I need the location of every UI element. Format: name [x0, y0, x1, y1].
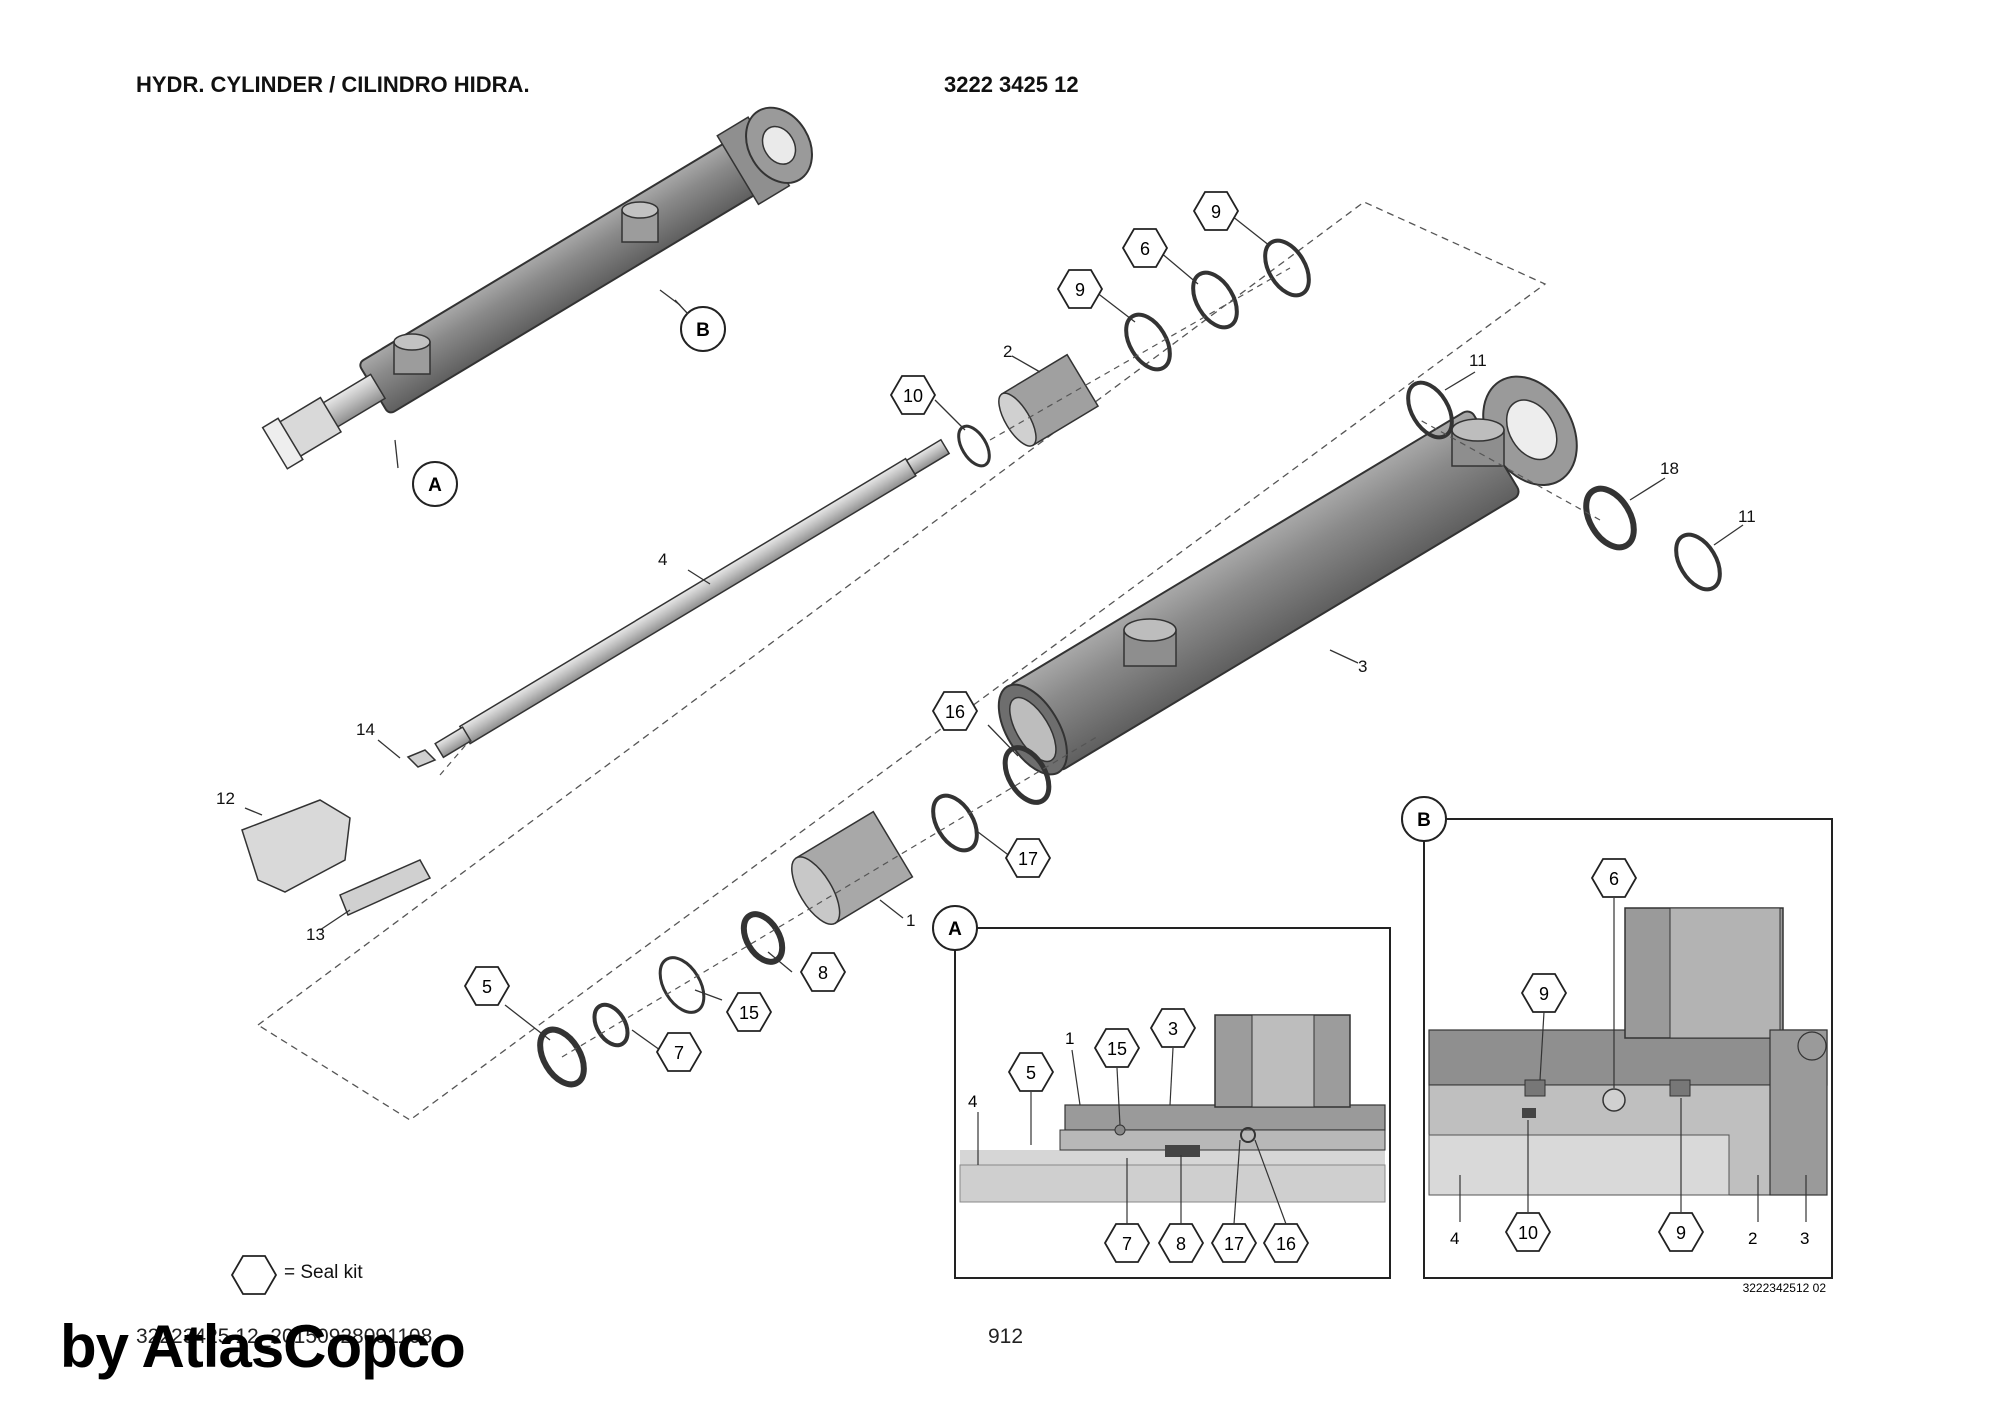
view-callouts: B A [412, 299, 726, 507]
hex-callout: 15 [1093, 1028, 1141, 1068]
hex-callout: 7 [1103, 1223, 1151, 1263]
svg-text:5: 5 [1026, 1063, 1036, 1083]
page-title: HYDR. CYLINDER / CILINDRO HIDRA. [136, 72, 530, 97]
hex-callout: 3 [1149, 1008, 1197, 1048]
svg-text:15: 15 [1107, 1039, 1127, 1059]
hex-callout: 8 [1157, 1223, 1205, 1263]
watermark: by AtlasCopco [60, 1313, 466, 1380]
plain-callout: 4 [658, 550, 667, 569]
svg-text:B: B [1417, 810, 1431, 831]
plain-callout: 2 [1748, 1229, 1757, 1248]
detail-b: B 6 9 10 9 4 2 3 3222342512 02 [1401, 796, 1833, 1295]
view-label: B [1401, 796, 1447, 842]
plain-callout: 2 [1003, 342, 1012, 361]
piston [791, 810, 914, 925]
hex-callout: 16 [1262, 1223, 1310, 1263]
plain-callout: 4 [968, 1092, 977, 1111]
view-callout: B [680, 306, 726, 352]
svg-text:9: 9 [1539, 984, 1549, 1004]
piston-rod [434, 438, 951, 759]
svg-text:7: 7 [674, 1043, 684, 1063]
hex-callout: 5 [463, 966, 511, 1006]
plain-callout: 4 [1450, 1229, 1459, 1248]
svg-text:3: 3 [1168, 1019, 1178, 1039]
exploded-frame [257, 201, 1547, 1121]
plain-callout: 14 [356, 720, 375, 739]
svg-text:16: 16 [1276, 1234, 1296, 1254]
svg-text:15: 15 [739, 1003, 759, 1023]
hex-callout: 8 [799, 952, 847, 992]
svg-text:A: A [428, 475, 442, 496]
hex-callout: 9 [1657, 1212, 1705, 1252]
document-code: 32223425 12_20150928091108 [136, 1325, 433, 1348]
svg-text:17: 17 [1224, 1234, 1244, 1254]
hex-callout: 6 [1121, 228, 1169, 268]
svg-text:6: 6 [1609, 869, 1619, 889]
drawing-reference: 3222342512 02 [1743, 1281, 1827, 1295]
plain-callout: 13 [306, 925, 325, 944]
hex-callout: 9 [1520, 973, 1568, 1013]
hex-callout: 7 [655, 1032, 703, 1072]
svg-text:7: 7 [1122, 1234, 1132, 1254]
svg-text:9: 9 [1676, 1223, 1686, 1243]
plain-callout: 3 [1358, 657, 1367, 676]
svg-text:5: 5 [482, 977, 492, 997]
hex-callout: 9 [1056, 269, 1104, 309]
svg-text:9: 9 [1075, 280, 1085, 300]
view-label: A [932, 905, 978, 951]
hex-callout: 10 [1504, 1212, 1552, 1252]
hex-callout: 10 [889, 375, 937, 415]
seal-kit-hex-icon [230, 1255, 278, 1295]
plain-callout: 1 [906, 911, 915, 930]
hex-callouts: 9 6 9 10 16 17 8 15 [463, 191, 1240, 1072]
plain-callout: 3 [1800, 1229, 1809, 1248]
cylinder-barrel [997, 375, 1578, 776]
detail-a: A 5 15 3 7 8 17 16 1 4 [932, 905, 1391, 1279]
plain-callout: 11 [1469, 351, 1487, 370]
page-number: 912 [988, 1325, 1024, 1348]
hex-callout: 5 [1007, 1052, 1055, 1092]
svg-text:10: 10 [1518, 1223, 1538, 1243]
hex-callout: 15 [725, 992, 773, 1032]
hex-callout: 17 [1210, 1223, 1258, 1263]
svg-text:10: 10 [903, 386, 923, 406]
plain-callout: 18 [1660, 459, 1679, 478]
svg-text:17: 17 [1018, 849, 1038, 869]
part-number: 3222 3425 12 [944, 72, 1079, 97]
svg-text:16: 16 [945, 702, 965, 722]
seal-kit-legend: = Seal kit [284, 1262, 363, 1283]
svg-text:8: 8 [1176, 1234, 1186, 1254]
svg-text:B: B [696, 320, 710, 341]
hex-callout: 17 [1004, 838, 1052, 878]
assembled-cylinder [261, 106, 813, 470]
cylinder-head [998, 353, 1100, 447]
svg-text:6: 6 [1140, 239, 1150, 259]
svg-text:8: 8 [818, 963, 828, 983]
view-callout: A [412, 461, 458, 507]
plain-callout: 12 [216, 789, 235, 808]
hex-callout: 6 [1590, 858, 1638, 898]
plain-callouts: 2 11 18 11 4 3 14 12 13 1 [216, 342, 1756, 944]
seals-and-rings [537, 238, 1722, 1088]
plain-callout: 1 [1065, 1029, 1074, 1048]
hex-callout: 9 [1192, 191, 1240, 231]
hex-callout: 16 [931, 691, 979, 731]
plain-callout: 11 [1738, 507, 1756, 526]
svg-text:A: A [948, 919, 962, 940]
clevis-assembly [241, 749, 437, 917]
svg-text:9: 9 [1211, 202, 1221, 222]
